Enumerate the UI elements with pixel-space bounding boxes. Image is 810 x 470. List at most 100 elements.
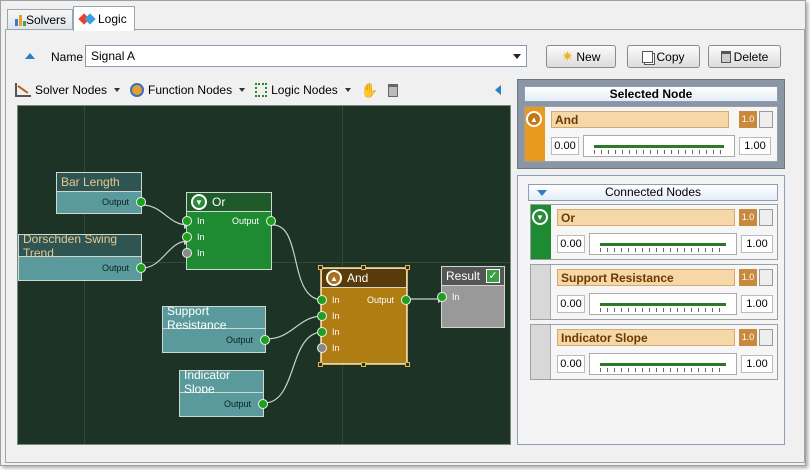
resize-handle[interactable] (405, 362, 410, 367)
new-button[interactable]: ✷ New (546, 45, 616, 68)
dropdown-arrow-icon (114, 88, 121, 92)
connected-node-name: Indicator Slope (557, 329, 735, 346)
input-port[interactable] (317, 295, 327, 305)
tab-logic[interactable]: Logic (73, 6, 135, 31)
input-port-empty[interactable] (182, 248, 192, 258)
range-slider[interactable] (589, 353, 737, 375)
weight-spinner[interactable] (759, 329, 773, 346)
connected-nodes-panel: Connected Nodes ▼ Or 1.0 0.00 1.00 Suppo… (517, 175, 785, 445)
node-canvas[interactable]: Bar Length Output Dorschden Swing Trend … (17, 105, 511, 445)
weight-badge: 1.0 (739, 111, 757, 128)
copy-icon (642, 50, 654, 63)
support-resistance-node[interactable]: Support Resistance Output (162, 304, 270, 353)
output-port[interactable] (266, 216, 276, 226)
weight-badge: 1.0 (739, 269, 757, 286)
or-node[interactable]: ▼ Or In In In Output (182, 192, 276, 270)
result-node[interactable]: Result ✓ In (437, 266, 505, 328)
node-title: Indicator Slope (179, 368, 264, 396)
connected-node-name: Or (557, 209, 735, 226)
chevron-up-icon[interactable]: ▲ (526, 111, 542, 127)
delete-node-icon[interactable] (388, 83, 399, 97)
input-port[interactable] (182, 232, 192, 242)
bar-length-node[interactable]: Bar Length Output (56, 172, 146, 214)
weight-badge: 1.0 (739, 209, 757, 226)
output-port[interactable] (401, 295, 411, 305)
dropdown-arrow-icon (344, 88, 351, 92)
pan-hand-icon[interactable]: ✋ (360, 81, 379, 98)
trash-icon (720, 50, 731, 63)
function-nodes-menu[interactable]: Function Nodes (148, 83, 233, 97)
logic-nodes-menu[interactable]: Logic Nodes (271, 83, 338, 97)
new-icon: ✷ (561, 48, 574, 64)
resize-handle[interactable] (405, 265, 410, 270)
connected-node-row: Support Resistance 1.0 0.00 1.00 (530, 264, 778, 320)
weight-badge: 1.0 (739, 329, 757, 346)
solver-nodes-menu[interactable]: Solver Nodes (35, 83, 108, 97)
output-port[interactable] (260, 335, 270, 345)
checkbox-checked-icon[interactable]: ✓ (486, 269, 500, 283)
min-value[interactable]: 0.00 (557, 355, 585, 373)
dropdown-arrow-icon (239, 88, 246, 92)
min-value[interactable]: 0.00 (551, 137, 579, 155)
max-value[interactable]: 1.00 (741, 295, 773, 313)
weight-spinner[interactable] (759, 111, 773, 128)
tab-solvers[interactable]: Solvers (7, 9, 73, 30)
max-value[interactable]: 1.00 (739, 137, 771, 155)
chevron-down-icon[interactable]: ▼ (532, 209, 548, 225)
range-slider[interactable] (589, 293, 737, 315)
logic-nodes-icon (255, 83, 268, 97)
chevron-down-icon[interactable] (537, 190, 547, 196)
node-title: And (347, 271, 369, 285)
input-port-empty[interactable] (317, 343, 327, 353)
and-node[interactable]: ▲ And In In In In Output (317, 265, 411, 367)
resize-handle[interactable] (361, 265, 366, 270)
min-value[interactable]: 0.00 (557, 295, 585, 313)
bar-chart-icon (14, 14, 26, 26)
selected-node-title: Selected Node (524, 86, 778, 102)
name-value: Signal A (91, 49, 136, 63)
weight-spinner[interactable] (759, 269, 773, 286)
delete-button[interactable]: Delete (708, 45, 781, 68)
resize-handle[interactable] (318, 265, 323, 270)
resize-handle[interactable] (361, 362, 366, 367)
input-port[interactable] (317, 327, 327, 337)
input-port[interactable] (317, 311, 327, 321)
weight-spinner[interactable] (759, 209, 773, 226)
function-nodes-icon (130, 83, 145, 97)
output-port[interactable] (136, 263, 146, 273)
chevron-down-icon (513, 54, 521, 59)
input-port[interactable] (437, 292, 447, 302)
input-port[interactable] (182, 216, 192, 226)
indicator-slope-node[interactable]: Indicator Slope Output (179, 368, 268, 417)
connected-nodes-title: Connected Nodes (604, 185, 702, 199)
range-slider[interactable] (589, 233, 737, 255)
selected-node-name: And (551, 111, 729, 128)
min-value[interactable]: 0.00 (557, 235, 585, 253)
chevron-up-icon: ▲ (326, 270, 342, 286)
max-value[interactable]: 1.00 (741, 235, 773, 253)
tab-solvers-label: Solvers (25, 13, 66, 27)
name-label: Name (51, 50, 84, 64)
collapse-up-icon[interactable] (25, 53, 35, 59)
connected-node-row: Indicator Slope 1.0 0.00 1.00 (530, 324, 778, 380)
max-value[interactable]: 1.00 (741, 355, 773, 373)
chevron-down-icon: ▼ (191, 194, 207, 210)
name-combo[interactable]: Signal A (85, 45, 527, 67)
tab-logic-label: Logic (98, 12, 127, 26)
collapse-left-icon[interactable] (495, 85, 501, 95)
swing-trend-node[interactable]: Dorschden Swing Trend Output (18, 232, 146, 281)
resize-handle[interactable] (318, 362, 323, 367)
output-port[interactable] (136, 197, 146, 207)
connected-node-row: ▼ Or 1.0 0.00 1.00 (530, 204, 778, 260)
node-title: Dorschden Swing Trend (18, 232, 142, 260)
logic-icon (78, 13, 96, 25)
selected-node-row: ▲ And 1.0 0.00 1.00 (524, 106, 778, 162)
node-title: Result (446, 269, 481, 283)
selected-node-panel: Selected Node ▲ And 1.0 0.00 1.00 (517, 79, 785, 169)
output-port[interactable] (258, 399, 268, 409)
node-title: Bar Length (56, 172, 142, 192)
copy-button[interactable]: Copy (627, 45, 700, 68)
range-slider[interactable] (583, 135, 735, 157)
node-title: Or (212, 195, 226, 209)
